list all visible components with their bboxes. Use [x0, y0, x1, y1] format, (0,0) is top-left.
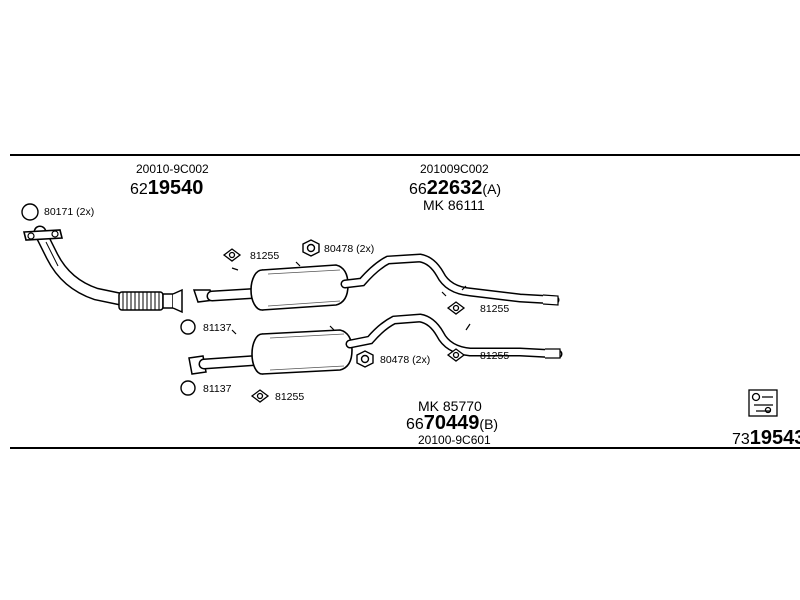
bottom-part-prefix: 66	[406, 416, 424, 433]
clamp-icon	[302, 239, 374, 368]
exhaust-kit-icon	[748, 389, 778, 417]
bottom-part-main: 70449	[423, 412, 480, 434]
bottom-part-number: 6670449(B)	[406, 413, 498, 433]
bottom-kit-number: MK 85770	[418, 398, 482, 414]
front-pipe	[22, 225, 183, 314]
gasket-icon	[222, 248, 466, 403]
part-81255-right-top: 81255	[480, 303, 510, 315]
center-part-prefix: 66	[409, 181, 427, 198]
right-part-prefix: 73	[732, 431, 750, 448]
left-part-main: 19540	[147, 177, 204, 199]
right-part-number: 7319543	[732, 428, 800, 448]
part-81255-top: 81255	[250, 250, 280, 262]
center-oe-number: 201009C002	[420, 162, 489, 176]
part-81137-mid: 81137	[203, 322, 232, 334]
part-81255-right-bottom: 81255	[480, 350, 510, 362]
bottom-oe-number: 20100-9C601	[418, 433, 491, 447]
center-part-suffix: (A)	[482, 181, 502, 197]
nut-washer-icon	[21, 203, 196, 396]
left-part-prefix: 62	[130, 181, 148, 198]
center-kit-number: MK 86111	[423, 197, 485, 213]
part-80171: 80171 (2x)	[44, 206, 95, 218]
part-81137-bottom: 81137	[203, 383, 232, 395]
lower-exhaust-system	[188, 313, 563, 375]
center-part-main: 22632	[426, 177, 483, 199]
upper-exhaust-system	[192, 253, 560, 311]
part-80478-top: 80478 (2x)	[324, 243, 375, 255]
part-80478-bottom: 80478 (2x)	[380, 354, 431, 366]
right-part-main: 19543	[749, 427, 800, 449]
part-81255-bottom: 81255	[275, 391, 305, 403]
left-oe-number: 20010-9C002	[136, 162, 209, 176]
center-part-number: 6622632(A)	[409, 178, 501, 198]
bottom-part-suffix: (B)	[479, 416, 499, 432]
left-part-number: 6219540	[130, 178, 203, 198]
